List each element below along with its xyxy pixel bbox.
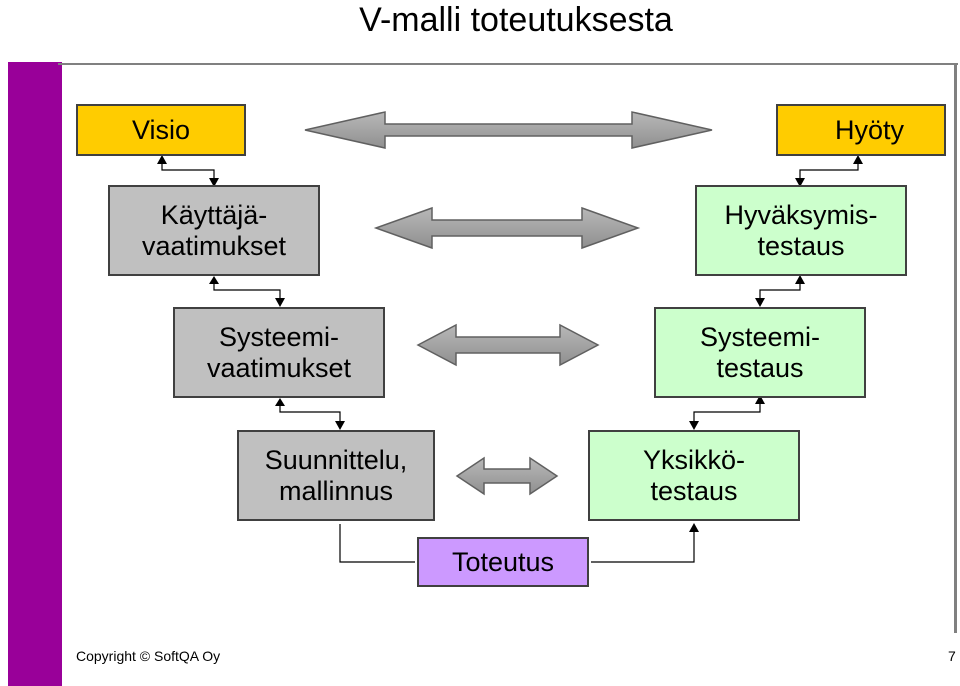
frame-top-line [58,63,958,65]
double-arrow-kayttaja-hyvaksymis [373,206,641,250]
left-connectors [161,160,415,563]
box-suunnittelu: Suunnittelu, mallinnus [237,430,435,521]
left-arrowheads [157,155,345,430]
box-hyvaksymistestaus: Hyväksymis- testaus [695,185,907,276]
double-arrow-systeemi [416,323,600,367]
footer-copyright: Copyright © SoftQA Oy [76,648,221,664]
box-toteutus: Toteutus [417,537,589,587]
box-hyoty: Hyöty [776,104,946,156]
right-connectors [591,160,859,563]
slide-title-text: V-malli toteutuksesta [359,1,673,39]
right-arrowheads [689,155,863,532]
box-visio: Visio [76,104,246,156]
box-systeemivaatimukset: Systeemi- vaatimukset [173,307,385,398]
frame-right-line [954,63,957,633]
box-systeemitestaus: Systeemi- testaus [654,307,866,398]
double-arrow-suunnittelu-yksikko [455,456,559,496]
double-arrow-visio-hyoty [304,111,713,149]
footer-page-number: 7 [948,648,956,664]
slide-title: V-malli toteutuksesta [0,0,960,50]
box-yksikkotestaus: Yksikkö- testaus [588,430,800,521]
sidebar-bar [8,62,62,686]
box-kayttajavaatimukset: Käyttäjä- vaatimukset [108,185,320,276]
